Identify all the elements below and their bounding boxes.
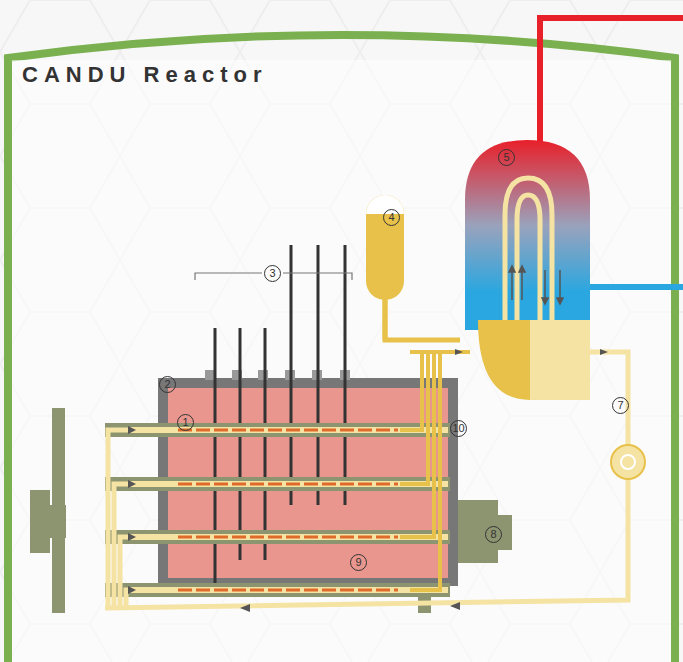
fuel-channel xyxy=(105,530,450,544)
diagram-title: CANDU Reactor xyxy=(22,62,267,88)
fuel-channel xyxy=(105,423,450,437)
callout-number: 10 xyxy=(450,420,467,437)
callout-number: 7 xyxy=(612,397,629,414)
fuel-channel xyxy=(105,583,450,597)
callout-number: 9 xyxy=(350,554,367,571)
callout-number: 4 xyxy=(383,209,400,226)
callout-number: 2 xyxy=(159,376,176,393)
callout-number: 5 xyxy=(498,149,515,166)
callout-number: 1 xyxy=(177,414,194,431)
callout-number: 3 xyxy=(264,265,281,282)
fuel-channel xyxy=(105,477,450,491)
callout-number: 8 xyxy=(485,526,502,543)
